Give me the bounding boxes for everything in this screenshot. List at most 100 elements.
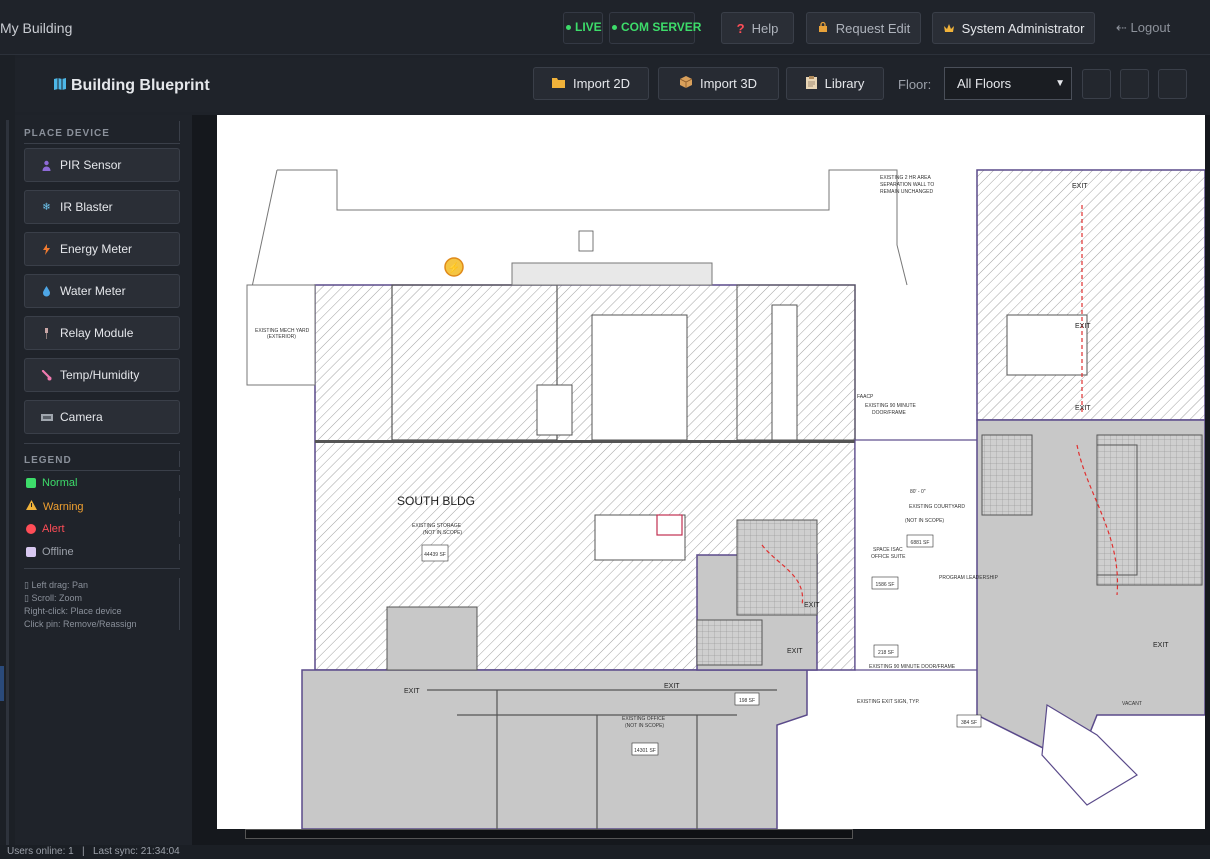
toolbar-square-button-1[interactable] (1082, 69, 1111, 99)
label-door-frame-long: EXISTING 90 MINUTE DOOR/FRAME (869, 664, 956, 670)
area-tag: 218 SF (878, 650, 894, 656)
exit-sign: EXIT (1072, 183, 1088, 190)
legend-title: LEGEND (24, 455, 72, 466)
admin-button[interactable]: System Administrator (932, 12, 1095, 44)
section-bracket (179, 121, 180, 141)
device-button-energy-meter[interactable]: Energy Meter (24, 232, 180, 266)
footer-separator: | (82, 846, 85, 857)
help-label: Help (751, 20, 779, 36)
device-label: Relay Module (60, 326, 134, 340)
camera-icon (41, 412, 53, 423)
area-tag: 14301 SF (634, 748, 656, 754)
floor-plan-drawing[interactable]: ⚡ SOUTH BLDG EXISTING STORAGE (NOT IN SC… (217, 115, 1205, 829)
horizontal-scrollbar[interactable] (245, 829, 853, 839)
import-2d-button[interactable]: Import 2D (533, 67, 649, 100)
cube-icon (679, 76, 693, 91)
alert-dot-icon (26, 524, 36, 534)
exit-sign: EXIT (1075, 323, 1091, 330)
logout-link[interactable]: ⇠ Logout (1116, 20, 1170, 36)
legend-label: Alert (42, 523, 65, 535)
help-pan: ▯ Left drag: Pan (24, 580, 88, 591)
library-button[interactable]: Library (786, 67, 884, 100)
help-zoom-label: Scroll: Zoom (31, 593, 82, 603)
label-separation-wall-3: REMAIN UNCHANGED (880, 189, 933, 195)
relay-icon (41, 327, 52, 339)
request-edit-label: Request Edit (835, 20, 911, 36)
server-status: COM SERVER (612, 20, 701, 34)
help-zoom: ▯ Scroll: Zoom (24, 593, 82, 604)
label-faacp: FAACP (857, 394, 874, 400)
device-label: Water Meter (60, 284, 126, 298)
library-label: Library (824, 76, 865, 91)
app-title[interactable]: My Building (0, 20, 73, 36)
offline-square-icon (26, 547, 36, 557)
label-separation-wall-1: EXISTING 2 HR AREA (880, 175, 932, 181)
device-label: PIR Sensor (60, 158, 122, 172)
device-label: Energy Meter (60, 242, 133, 256)
snowflake-icon: ❄ (42, 201, 51, 213)
help-pan-label: Left drag: Pan (31, 580, 88, 590)
floor-select-value: All Floors (957, 76, 1012, 91)
device-button-camera[interactable]: Camera (24, 400, 180, 434)
label-exterior: (EXTERIOR) (267, 334, 296, 340)
blueprint-canvas[interactable]: ⚡ SOUTH BLDG EXISTING STORAGE (NOT IN SC… (217, 115, 1205, 829)
label-door-frame-1: EXISTING 90 MINUTE (865, 403, 917, 409)
label-space-isac: SPACE ISAC (873, 547, 903, 553)
device-button-relay-module[interactable]: Relay Module (24, 316, 180, 350)
logout-icon: ⇠ (1116, 20, 1131, 35)
import-3d-button[interactable]: Import 3D (658, 67, 779, 100)
area-tag: 6881 SF (911, 540, 930, 546)
label-mech-yard: EXISTING MECH YARD (255, 328, 310, 334)
import-2d-label: Import 2D (572, 76, 631, 91)
toolbar-square-button-2[interactable] (1120, 69, 1149, 99)
person-icon (41, 160, 52, 171)
exit-sign: EXIT (787, 648, 803, 655)
bolt-icon (41, 243, 52, 255)
legend-label: Warning (43, 500, 84, 513)
help-button[interactable]: ? Help (721, 12, 794, 44)
check-icon (26, 478, 36, 488)
divider (24, 443, 180, 444)
legend-label: Offline (42, 546, 74, 558)
legend-item-normal: Normal (26, 477, 77, 489)
device-label: Temp/Humidity (60, 368, 140, 382)
device-button-water-meter[interactable]: Water Meter (24, 274, 180, 308)
crown-icon (943, 21, 955, 36)
floor-select[interactable]: All Floors ▼ (944, 67, 1072, 100)
label-separation-wall-2: SEPARATION WALL TO (880, 182, 934, 188)
page-title: Building Blueprint (71, 77, 210, 94)
last-sync: Last sync: 21:34:04 (93, 846, 180, 857)
request-edit-button[interactable]: Request Edit (806, 12, 921, 44)
admin-label: System Administrator (961, 20, 1085, 36)
import-3d-label: Import 3D (699, 76, 758, 91)
question-icon: ? (736, 20, 745, 36)
legend-item-alert: Alert (26, 523, 65, 535)
device-button-ir-blaster[interactable]: ❄ IR Blaster (24, 190, 180, 224)
server-status-box (609, 12, 695, 44)
area-tag: 1586 SF (876, 582, 895, 588)
legend-bracket (179, 544, 180, 560)
floor-label: Floor: (898, 77, 932, 92)
server-label: COM SERVER (621, 20, 702, 34)
lock-icon (817, 21, 829, 36)
device-button-pir-sensor[interactable]: PIR Sensor (24, 148, 180, 182)
legend-item-offline: Offline (26, 546, 74, 558)
label-existing-office: EXISTING OFFICE (622, 716, 666, 722)
help-place: Right-click: Place device (24, 606, 122, 616)
edge-scrollbar[interactable] (6, 120, 9, 859)
label-existing-storage: EXISTING STORAGE (412, 523, 462, 529)
label-exit-sign: EXISTING EXIT SIGN, TYP. (857, 699, 920, 705)
divider (24, 568, 180, 569)
section-bracket (179, 451, 180, 467)
toolbar-square-button-3[interactable] (1158, 69, 1187, 99)
label-vacant: VACANT (1122, 701, 1142, 707)
divider (24, 470, 180, 471)
label-office-suite: OFFICE SUITE (871, 554, 906, 560)
logout-label: Logout (1130, 20, 1171, 35)
label-door-frame-2: DOOR/FRAME (872, 410, 907, 416)
device-button-temp-humidity[interactable]: Temp/Humidity (24, 358, 180, 392)
warning-icon (26, 500, 37, 513)
map-icon (53, 77, 67, 91)
divider (24, 143, 180, 144)
label-not-in-scope: (NOT IN SCOPE) (423, 530, 462, 536)
